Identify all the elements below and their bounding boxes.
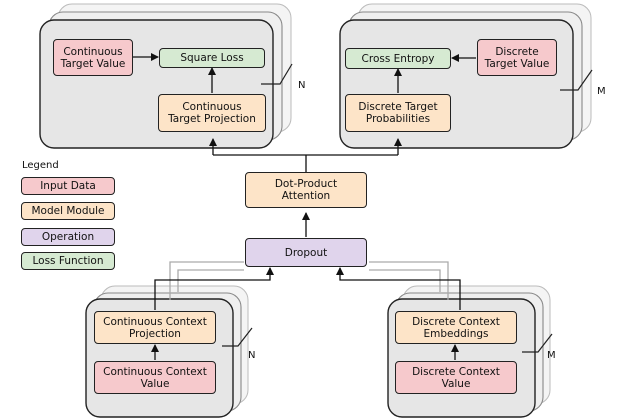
node-continuous-target-projection: Continuous Target Projection bbox=[158, 94, 266, 132]
node-discrete-context-embeddings: Discrete Context Embeddings bbox=[395, 311, 517, 344]
node-continuous-target-value: Continuous Target Value bbox=[53, 39, 133, 76]
plate-count-top-right: M bbox=[597, 86, 606, 97]
legend-item-loss-function: Loss Function bbox=[21, 252, 115, 270]
node-discrete-target-probabilities: Discrete Target Probabilities bbox=[345, 94, 451, 132]
node-dot-product-attention: Dot-Product Attention bbox=[245, 172, 367, 208]
node-discrete-target-value: Discrete Target Value bbox=[477, 39, 557, 76]
legend-item-model-module: Model Module bbox=[21, 202, 115, 220]
node-continuous-context-value: Continuous Context Value bbox=[94, 361, 216, 394]
connector-context-back bbox=[169, 261, 449, 300]
node-cross-entropy: Cross Entropy bbox=[345, 48, 451, 69]
legend-item-input-data: Input Data bbox=[21, 177, 115, 195]
plate-bottom-left bbox=[85, 285, 253, 418]
node-continuous-context-projection: Continuous Context Projection bbox=[94, 311, 216, 344]
legend-item-operation: Operation bbox=[21, 228, 115, 246]
plate-count-bottom-left: N bbox=[248, 350, 256, 361]
connector-attention-to-targets bbox=[209, 138, 402, 172]
plate-count-bottom-right: M bbox=[547, 350, 556, 361]
node-square-loss: Square Loss bbox=[159, 48, 265, 68]
legend-title: Legend bbox=[22, 160, 59, 171]
node-discrete-context-value: Discrete Context Value bbox=[395, 361, 517, 394]
node-dropout: Dropout bbox=[245, 238, 367, 267]
plate-count-top-left: N bbox=[298, 80, 306, 91]
connector-context-to-dropout bbox=[154, 267, 461, 310]
plate-bottom-right bbox=[387, 285, 553, 418]
